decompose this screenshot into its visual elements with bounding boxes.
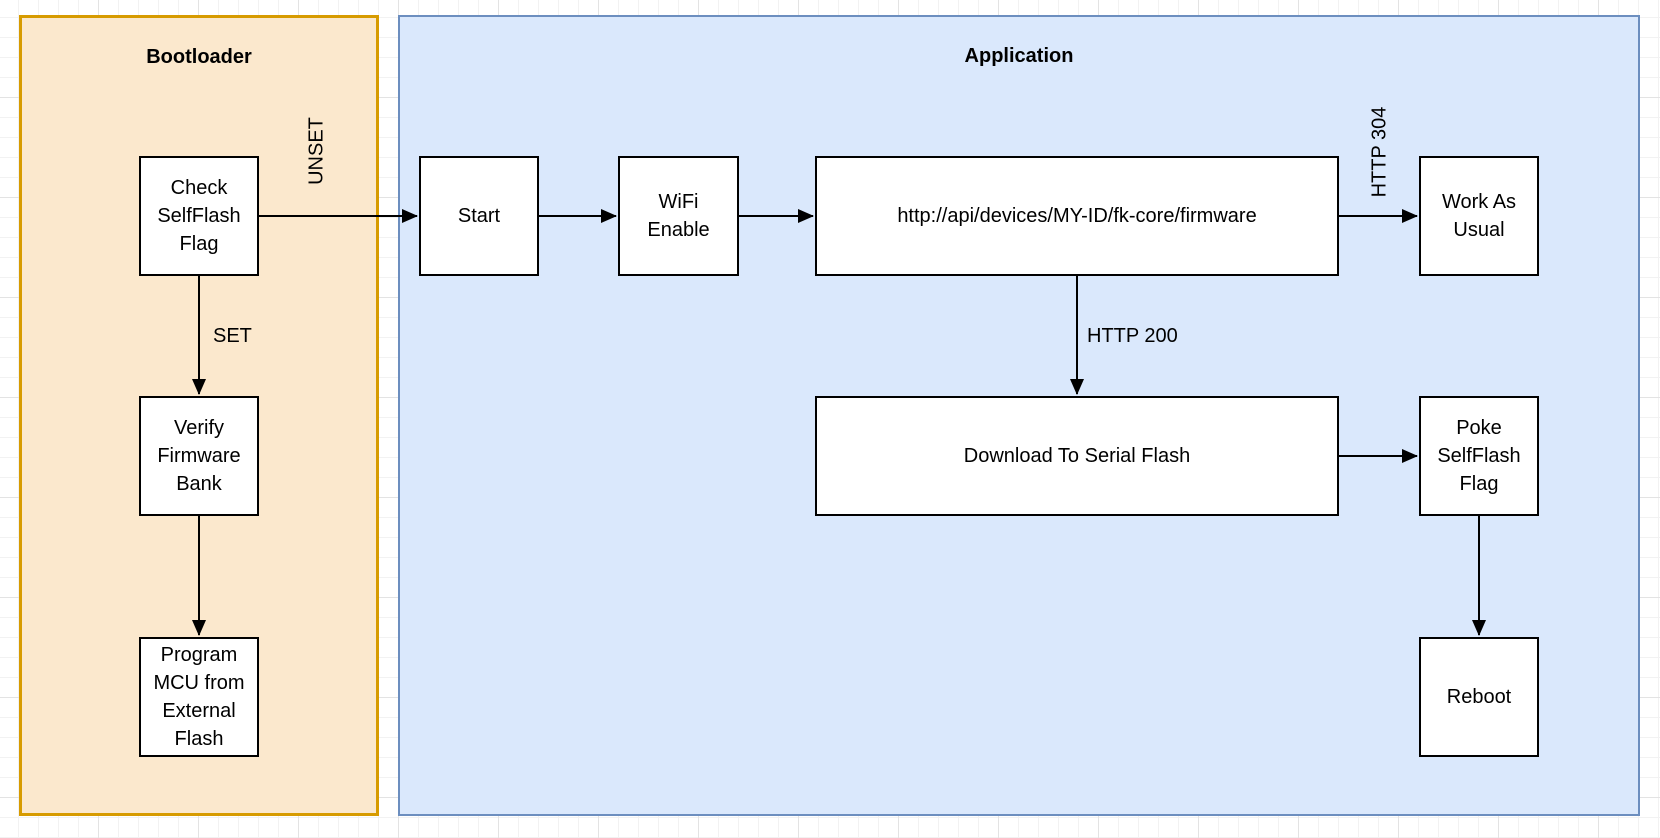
- node-start[interactable]: Start: [419, 156, 539, 276]
- node-firmware-url[interactable]: http://api/devices/MY-ID/fk-core/firmwar…: [815, 156, 1339, 276]
- node-label: Work As Usual: [1441, 191, 1517, 241]
- node-label: Verify Firmware Bank: [157, 417, 241, 495]
- node-reboot[interactable]: Reboot: [1419, 637, 1539, 757]
- node-label: Program MCU from External Flash: [153, 644, 245, 750]
- node-download-to-serial-flash[interactable]: Download To Serial Flash: [815, 396, 1339, 516]
- bootloader-title: Bootloader: [146, 46, 252, 68]
- edge-label-unset: UNSET: [305, 117, 328, 185]
- node-check-selfflash-flag[interactable]: Check SelfFlash Flag: [139, 156, 259, 276]
- edge-label-http-200: HTTP 200: [1087, 325, 1178, 347]
- application-title: Application: [964, 45, 1074, 67]
- node-label: Poke SelfFlash Flag: [1437, 417, 1521, 495]
- node-verify-firmware-bank[interactable]: Verify Firmware Bank: [139, 396, 259, 516]
- node-label: Reboot: [1446, 686, 1512, 708]
- node-poke-selfflash-flag[interactable]: Poke SelfFlash Flag: [1419, 396, 1539, 516]
- edge-label-http-304: HTTP 304: [1368, 106, 1391, 198]
- node-label: http://api/devices/MY-ID/fk-core/firmwar…: [897, 205, 1257, 227]
- node-wifi-enable[interactable]: WiFi Enable: [618, 156, 739, 276]
- edge-label-set: SET: [213, 325, 252, 347]
- node-work-as-usual[interactable]: Work As Usual: [1419, 156, 1539, 276]
- node-label: Download To Serial Flash: [963, 445, 1191, 467]
- node-label: Start: [457, 205, 501, 227]
- node-label: Check SelfFlash Flag: [157, 177, 241, 255]
- node-label: WiFi Enable: [647, 191, 710, 241]
- node-program-mcu-from-external-flash[interactable]: Program MCU from External Flash: [139, 637, 259, 757]
